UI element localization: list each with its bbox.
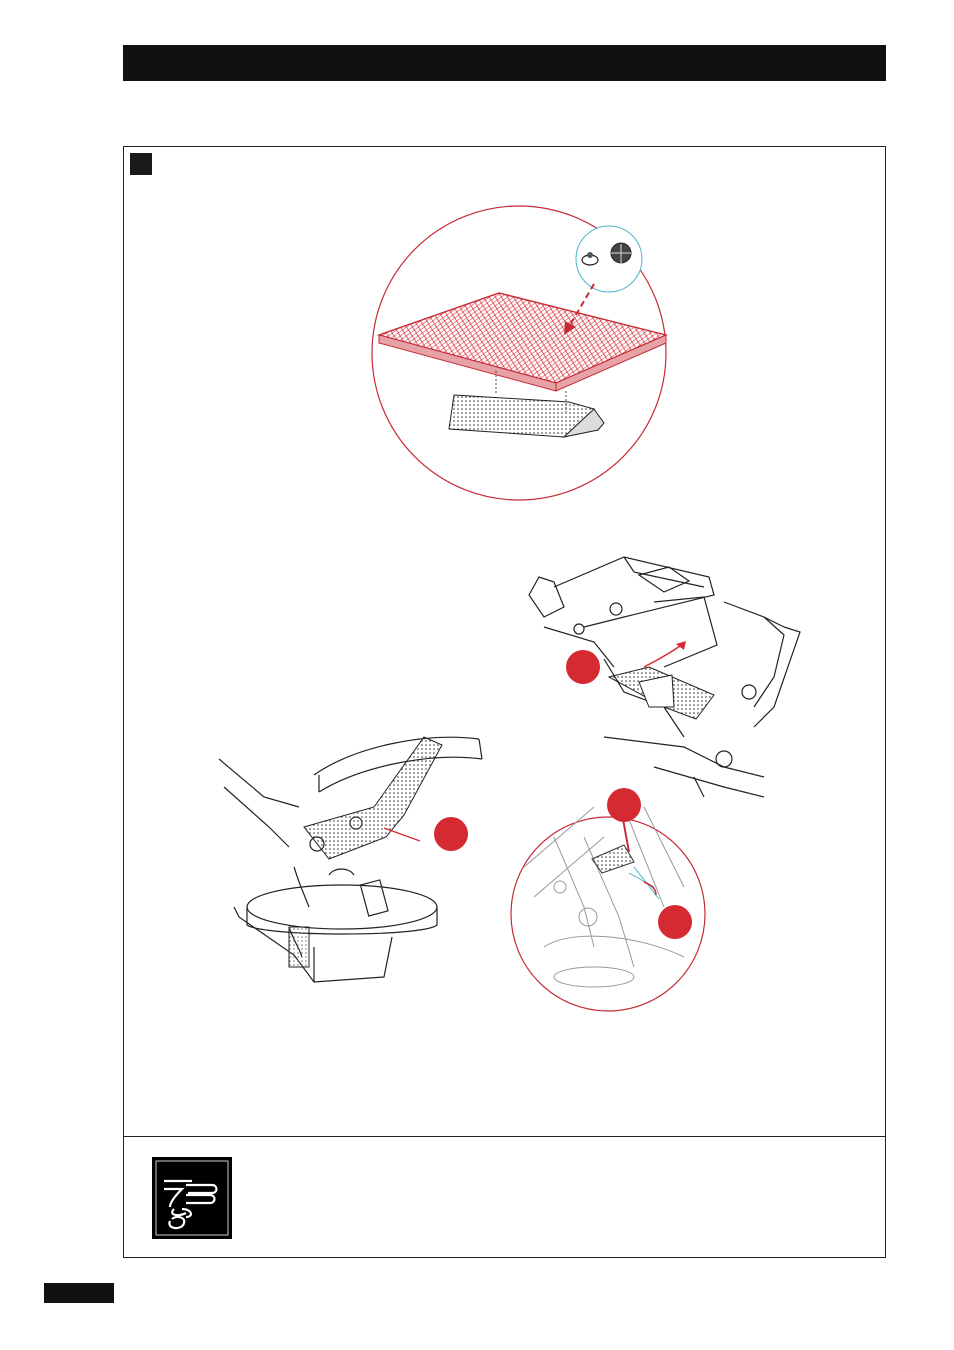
assembly-illustration: [124, 147, 885, 1136]
figure-frame: [123, 146, 886, 1258]
note-hand-icon: [152, 1157, 232, 1239]
page-number-tab: [44, 1283, 114, 1303]
marker-b: [434, 817, 468, 851]
header-bar: [123, 45, 886, 81]
marker-c: [607, 788, 641, 822]
disc-lever-illustration: [219, 737, 482, 982]
marker-d: [658, 905, 692, 939]
marker-a: [566, 650, 600, 684]
note-divider: [124, 1136, 885, 1137]
mesh-screen-detail: [372, 206, 666, 500]
pin-detail-circle: [511, 797, 705, 1011]
